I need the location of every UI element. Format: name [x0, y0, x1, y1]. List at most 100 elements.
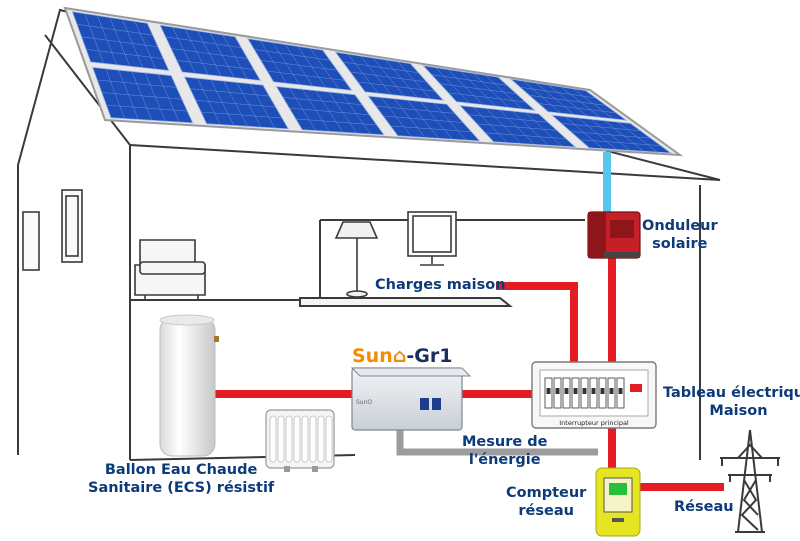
breaker-toggle — [618, 388, 623, 394]
house-loads-label: Charges maison — [375, 276, 506, 294]
solar-cell-line — [538, 103, 617, 114]
solar-cell-line — [195, 100, 276, 108]
main-switch-caption: Interrupteur principal — [559, 419, 629, 427]
energy-measure-line1: Mesure de — [462, 434, 548, 450]
solar-cell-line — [176, 60, 255, 70]
solar-cell-line — [97, 79, 177, 88]
solar-cell-line — [485, 132, 567, 139]
solar-cell-line — [165, 36, 242, 48]
solar-cell-line — [382, 115, 464, 123]
water-heater-line1: Ballon Eau Chaude — [104, 462, 258, 478]
grid-label: Réseau — [674, 498, 734, 516]
solar-cell-line — [171, 48, 248, 59]
solar-cell-line — [579, 139, 661, 146]
solar-cell-line — [86, 49, 164, 59]
radiator-fin — [293, 415, 301, 463]
solar-cell-line — [570, 131, 651, 139]
solar-cell-line — [375, 105, 456, 114]
solar-cell-line — [267, 70, 345, 81]
breaker-toggle — [546, 388, 551, 394]
radiator-foot — [284, 466, 290, 472]
water-heater-line2: Sanitaire (ECS) résistif — [88, 480, 275, 496]
solar-panel-array — [63, 6, 684, 157]
panel-board-line1: Tableau électrique — [663, 385, 800, 401]
breaker-toggle — [609, 388, 614, 394]
brand-prefix: Sun — [352, 345, 393, 367]
solar-inverter — [587, 211, 641, 259]
solar-cell-line — [260, 60, 338, 71]
breaker-toggle — [555, 388, 560, 394]
sun-gr1-device: SunO — [350, 367, 472, 431]
tv-icon — [407, 211, 457, 266]
solar-cell-line — [561, 123, 641, 132]
solar-cell-line — [201, 111, 283, 119]
solar-module — [71, 11, 170, 72]
solar-cell-line — [189, 88, 270, 97]
house-loads-text: Charges maison — [375, 277, 506, 293]
solar-cell-line — [76, 24, 153, 36]
solar-module — [550, 114, 673, 154]
solar-cell-line — [106, 104, 188, 112]
panel-board-line2: Maison — [709, 403, 768, 419]
water-heater-label: Ballon Eau Chaude Sanitaire (ECS) résist… — [88, 461, 274, 497]
radiator-fin — [317, 415, 325, 463]
main-switch-indicator — [630, 384, 642, 392]
radiator-icon — [265, 409, 335, 472]
solar-cell-line — [350, 71, 427, 83]
radiator-fin — [301, 415, 309, 463]
solar-cell-line — [439, 83, 517, 94]
solar-cell-line — [448, 92, 526, 103]
energy-measure-cable — [396, 430, 598, 456]
radiator-fin — [285, 415, 293, 463]
solar-module — [334, 51, 445, 101]
brand-suffix: -Gr1 — [406, 345, 453, 367]
energy-measure-line2: l'énergie — [468, 452, 541, 468]
solar-cell-line — [468, 114, 548, 123]
radiator-fin — [309, 415, 317, 463]
radiator-fin — [325, 415, 333, 463]
brand-wifi-icon: ⌂ — [392, 345, 407, 367]
solar-cell-line — [254, 49, 331, 61]
solar-cell-line — [295, 118, 377, 126]
floor-lamp-icon — [334, 221, 379, 298]
grid-meter-label: Compteur réseau — [506, 484, 586, 520]
wiring — [215, 152, 724, 491]
power-pylon-icon — [720, 429, 780, 533]
solar-cell-line — [289, 107, 370, 116]
radiator-fin — [269, 415, 277, 463]
radiator-fin — [277, 415, 285, 463]
solar-cell-line — [101, 92, 183, 100]
breaker-toggle — [582, 388, 587, 394]
energy-measure-label: Mesure de l'énergie — [462, 433, 547, 469]
armchair-icon — [134, 239, 206, 300]
breaker-toggle — [600, 388, 605, 394]
breaker-toggle — [573, 388, 578, 394]
solar-cell-line — [529, 95, 607, 106]
house-loads-cable — [496, 282, 578, 365]
grid-meter-line2: réseau — [518, 503, 574, 519]
solar-cell-line — [81, 36, 159, 48]
solar-cell-line — [282, 97, 363, 105]
svg-text:SunO: SunO — [356, 399, 372, 406]
grid-text: Réseau — [674, 499, 734, 515]
solar-cell-line — [520, 86, 596, 99]
electrical-panel-board: Interrupteur principal — [531, 361, 657, 429]
grid-meter — [595, 467, 641, 537]
grid-meter-line1: Compteur — [506, 485, 587, 501]
solar-cell-line — [390, 125, 472, 133]
inverter-label-line2: solaire — [652, 236, 708, 252]
brand-label: Sun⌂-Gr1 — [352, 345, 452, 367]
solar-cell-line — [476, 123, 558, 131]
inverter-label-line1: Onduleur — [642, 218, 718, 234]
breaker-toggle — [564, 388, 569, 394]
breaker-toggle — [591, 388, 596, 394]
solar-cell-line — [357, 81, 436, 92]
water-heater-tank — [159, 314, 219, 457]
house-window-left — [22, 189, 83, 271]
radiator-foot — [312, 466, 318, 472]
solar-cell-line — [431, 74, 508, 86]
solar-module — [183, 76, 290, 130]
solar-cell-line — [342, 61, 419, 74]
inverter-label: Onduleur solaire — [642, 217, 718, 253]
